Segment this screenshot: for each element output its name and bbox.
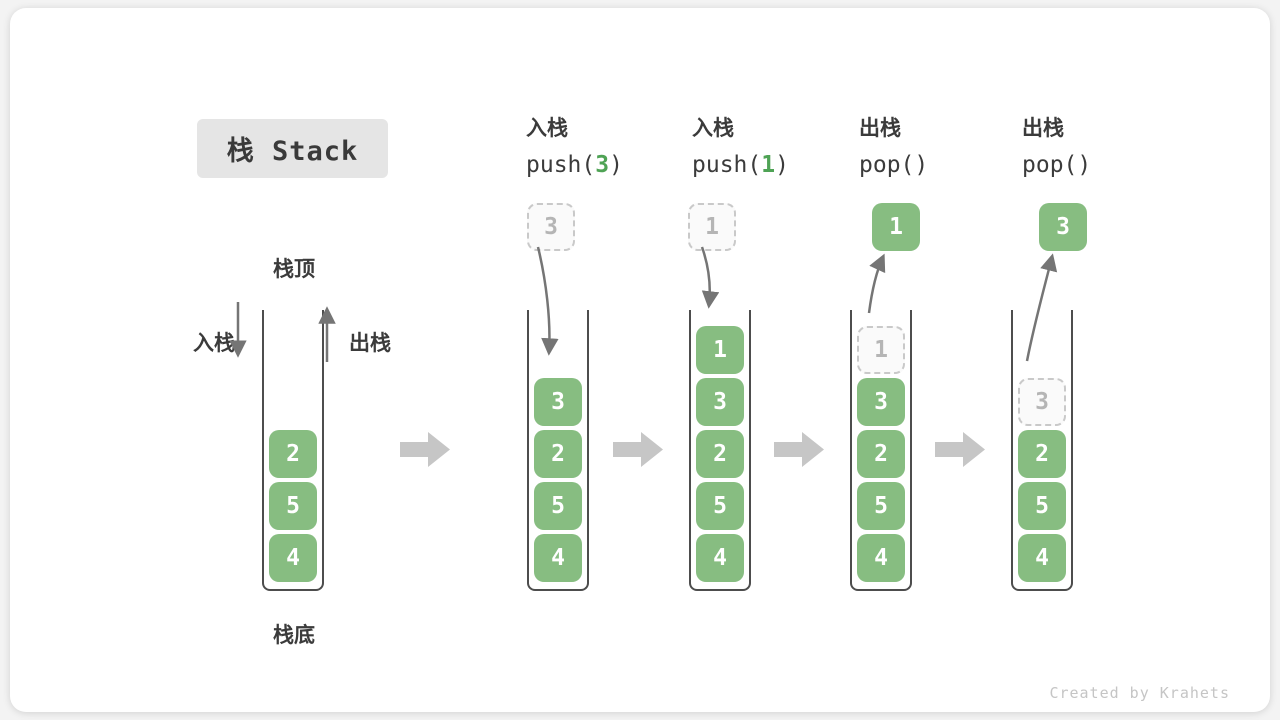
push-arrow-icon [700,246,720,309]
code-suffix: ) [914,152,929,178]
stack-cell: 2 [857,430,905,478]
right-block-arrow-icon [935,432,985,467]
op-code: pop() [859,152,928,178]
stack-container-1: 2 5 4 [262,310,324,591]
popped-element-box: 3 [1039,203,1087,251]
op-header-push-3: 入栈 push(3) [526,112,623,178]
stack-cell: 2 [269,430,317,478]
right-block-arrow-icon [613,432,663,467]
stack-cell: 3 [857,378,905,426]
stack-cell: 4 [534,534,582,582]
incoming-element-box: 1 [688,203,736,251]
popped-element-box: 1 [872,203,920,251]
stack-cell: 1 [696,326,744,374]
code-prefix: push( [526,152,596,178]
op-name: 入栈 [526,117,568,140]
code-prefix: push( [692,152,762,178]
push-side-label: 入栈 [193,332,235,355]
code-arg: 1 [761,152,776,178]
pop-arrow-icon [867,253,886,314]
code-prefix: pop( [859,152,915,178]
code-arg: 3 [595,152,610,178]
removed-cell-ghost: 1 [857,326,905,374]
op-header-push-1: 入栈 push(1) [692,112,789,178]
stack-container-3: 1 3 2 5 4 [689,310,751,591]
op-code: push(1) [692,152,789,178]
removed-cell-ghost: 3 [1018,378,1066,426]
title-text: 栈 Stack [226,136,359,167]
stack-bottom-label: 栈底 [273,624,315,647]
code-suffix: ) [1077,152,1092,178]
stack-container-5: 3 2 5 4 [1011,310,1073,591]
op-header-pop-3: 出栈 pop() [1022,112,1091,178]
right-block-arrow-icon [400,432,450,467]
stack-container-4: 1 3 2 5 4 [850,310,912,591]
watermark: Created by Krahets [1049,684,1230,702]
stack-cell: 3 [696,378,744,426]
op-name: 入栈 [692,117,734,140]
op-code: pop() [1022,152,1091,178]
op-name: 出栈 [1022,117,1064,140]
op-header-pop-1: 出栈 pop() [859,112,928,178]
stack-top-label: 栈顶 [273,258,315,281]
title-badge: 栈 Stack [197,119,388,178]
stack-cell: 4 [696,534,744,582]
pop-side-label: 出栈 [349,332,391,355]
stack-cell: 5 [269,482,317,530]
stack-cell: 2 [696,430,744,478]
stack-cell: 5 [696,482,744,530]
stack-cell: 4 [269,534,317,582]
code-prefix: pop( [1022,152,1078,178]
incoming-element-box: 3 [527,203,575,251]
stack-cell: 4 [857,534,905,582]
diagram-card: 栈 Stack 栈顶 栈底 入栈 出栈 入栈 push(3) 入栈 push(1… [10,8,1270,712]
stack-cell: 5 [857,482,905,530]
stack-cell: 5 [1018,482,1066,530]
stack-container-2: 3 2 5 4 [527,310,589,591]
stack-cell: 4 [1018,534,1066,582]
op-code: push(3) [526,152,623,178]
stack-cell: 3 [534,378,582,426]
stack-cell: 5 [534,482,582,530]
op-name: 出栈 [859,117,901,140]
code-suffix: ) [775,152,789,178]
right-block-arrow-icon [774,432,824,467]
stack-cell: 2 [534,430,582,478]
stack-cell: 2 [1018,430,1066,478]
code-suffix: ) [609,152,623,178]
